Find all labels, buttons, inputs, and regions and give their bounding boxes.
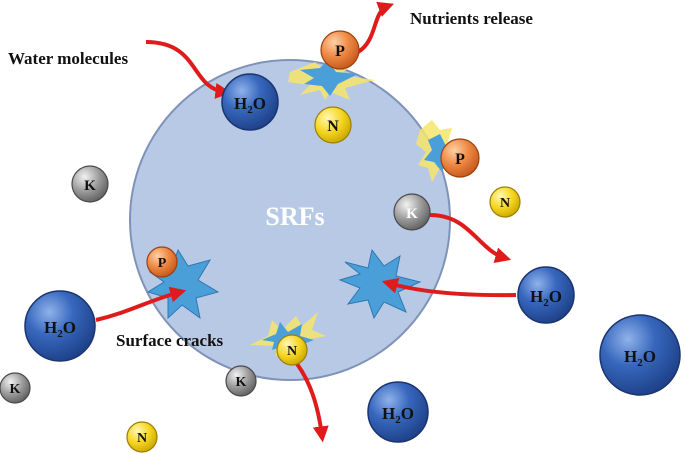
n-nutrient-bottom: N [126,421,158,453]
srf-label: SRFs [265,202,324,231]
n-nutrient-right: N [489,186,521,218]
k-nutrient-bottom-left: K [0,372,31,404]
svg-text:N: N [287,344,297,359]
svg-text:P: P [335,43,345,60]
h2o-molecule-far-right: H2O [599,314,681,396]
p-nutrient-top: P [320,30,360,70]
h2o-molecule-right: H2O [517,266,575,324]
crack-left [146,248,220,320]
svg-text:H2O: H2O [44,318,76,340]
arrow-water-in [145,40,232,99]
svg-text:N: N [500,196,510,211]
svg-text:K: K [10,382,21,397]
svg-text:H2O: H2O [382,404,414,426]
svg-text:P: P [455,151,465,168]
surface-cracks-label: Surface cracks [116,331,224,350]
svg-text:N: N [327,118,339,135]
crack-right [416,120,462,182]
svg-text:H2O: H2O [624,347,656,369]
p-nutrient-left: P [146,246,178,278]
n-nutrient-crack: N [276,334,308,366]
arrow-h2o-crack-left [95,286,187,322]
arrow-h2o-crack-center [381,277,517,298]
svg-text:K: K [84,178,96,194]
arrow-nutrient-out [356,1,394,54]
nutrients-release-label: Nutrients release [410,9,533,28]
svg-text:K: K [406,206,418,222]
water-molecules-label: Water molecules [8,49,128,68]
n-nutrient-inside: N [314,106,352,144]
svg-text:H2O: H2O [234,94,266,116]
h2o-molecule-bottom: H2O [367,381,429,443]
arrow-n-out [292,358,329,443]
k-nutrient-bottom: K [225,365,257,397]
h2o-molecule-inside: H2O [221,73,279,131]
h2o-molecule-left: H2O [24,290,96,362]
svg-text:P: P [158,256,167,271]
crack-top [288,60,375,100]
arrow-k-out [429,213,512,263]
svg-text:H2O: H2O [530,287,562,309]
k-nutrient-inside: K [393,193,431,231]
crack-center [338,248,422,320]
p-nutrient-right: P [440,138,480,178]
svg-text:K: K [236,375,247,390]
svg-text:N: N [137,431,147,446]
k-nutrient-left: K [71,165,109,203]
